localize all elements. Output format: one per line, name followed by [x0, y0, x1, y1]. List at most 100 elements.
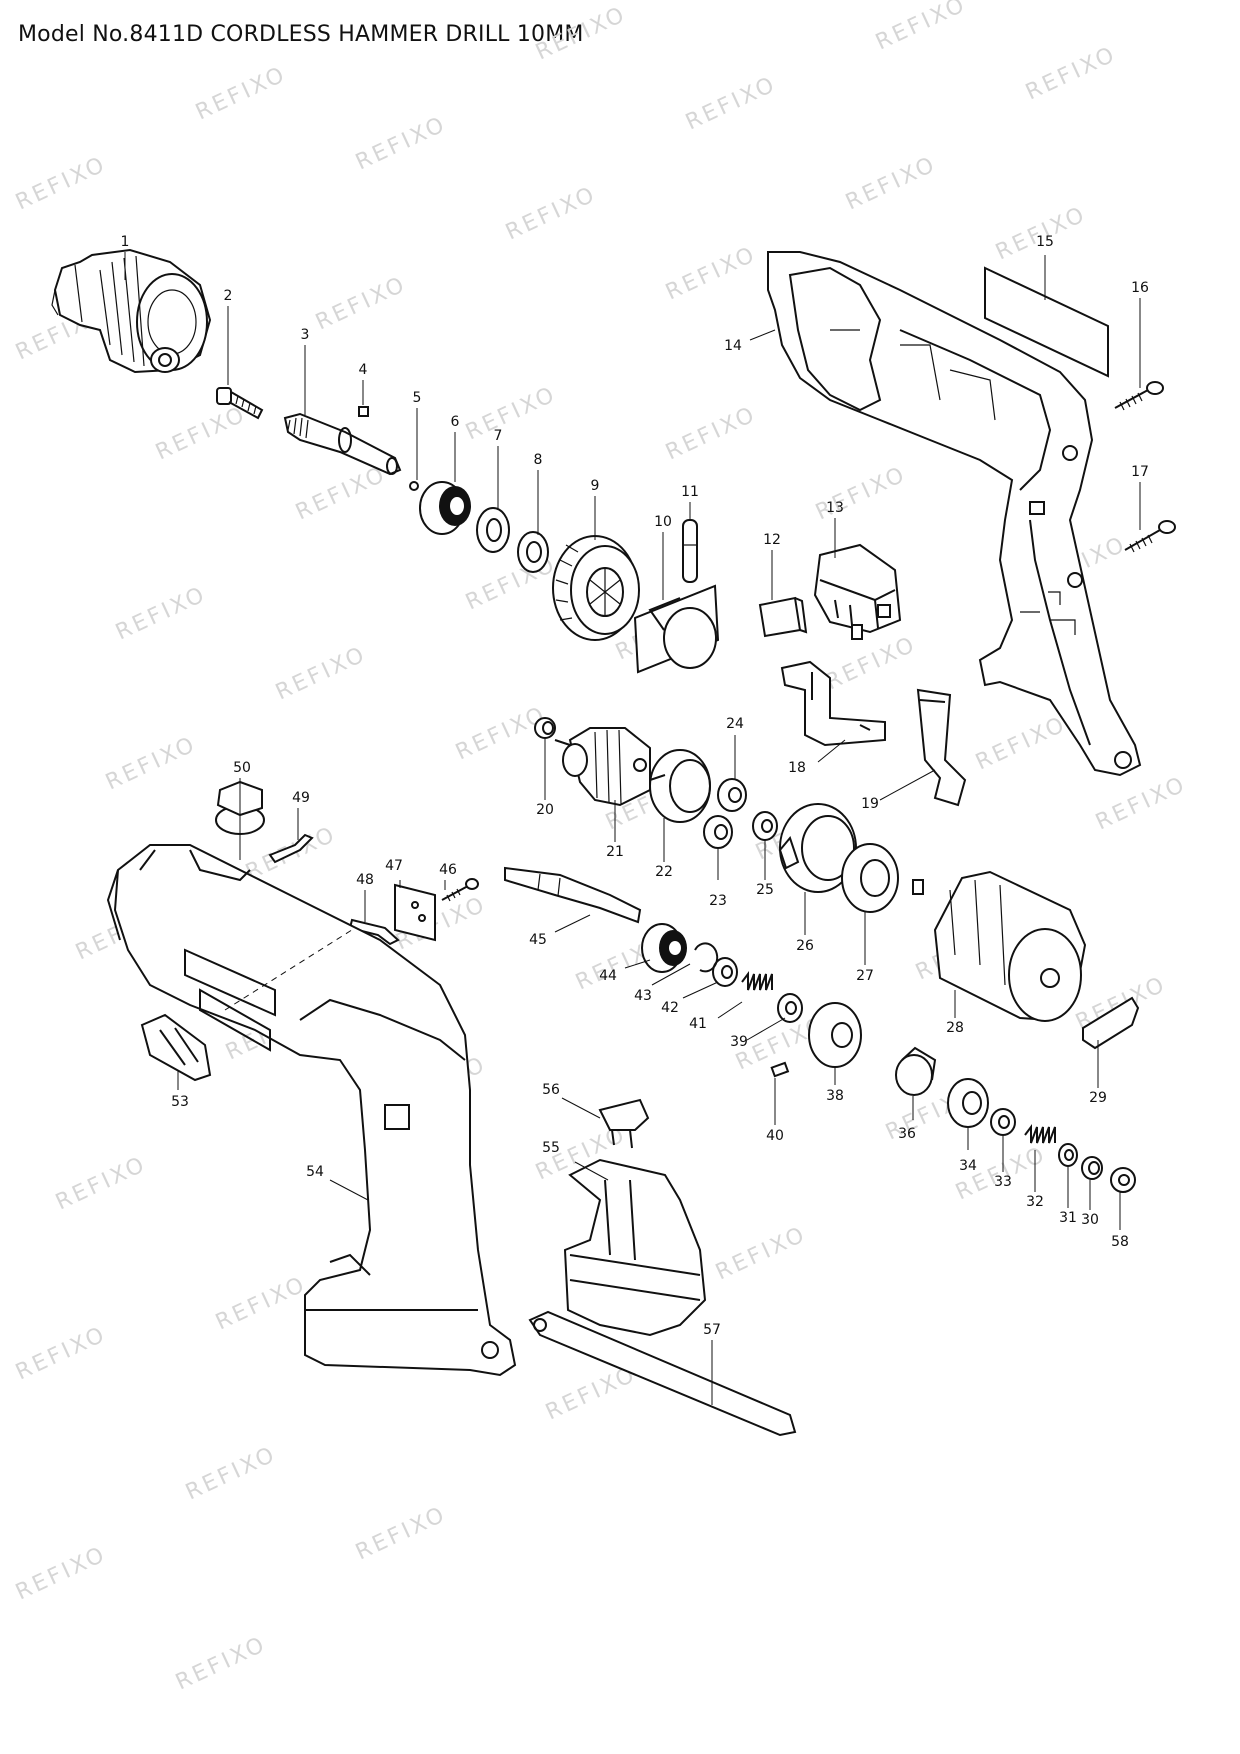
part-label-21: 21	[606, 844, 624, 860]
watermark-text: REFIXO	[272, 642, 371, 706]
part-label-39: 39	[730, 1034, 748, 1050]
part-label-44: 44	[599, 968, 617, 984]
watermark-text: REFIXO	[682, 72, 781, 136]
part-label-50: 50	[233, 760, 251, 776]
watermark-text: REFIXO	[172, 1632, 271, 1696]
part-label-42: 42	[661, 1000, 679, 1016]
part-label-26: 26	[796, 938, 814, 954]
part-39-washer	[777, 993, 803, 1023]
part-22-ring	[649, 749, 711, 823]
part-label-38: 38	[826, 1088, 844, 1104]
part-42-ring	[712, 957, 738, 987]
watermark-text: REFIXO	[102, 732, 201, 796]
part-label-20: 20	[536, 802, 554, 818]
part-label-14: 14	[724, 338, 742, 354]
part-21-carrier	[554, 727, 651, 807]
part-14-housing	[767, 251, 1142, 777]
part-label-1: 1	[121, 234, 130, 250]
part-label-10: 10	[654, 514, 672, 530]
part-27-washer	[841, 843, 899, 913]
part-34-gear	[947, 1078, 989, 1128]
part-19-spring	[916, 688, 967, 807]
part-13-switch	[813, 543, 902, 640]
part-label-45: 45	[529, 932, 547, 948]
part-44-bearing	[641, 923, 687, 973]
part-55-battery	[563, 1158, 707, 1337]
part-57-strap	[528, 1310, 797, 1437]
part-label-27: 27	[856, 968, 874, 984]
part-label-43: 43	[634, 988, 652, 1004]
part-56-terminal	[598, 1098, 650, 1149]
page-title: Model No.8411D CORDLESS HAMMER DRILL 10M…	[18, 22, 584, 47]
part-label-22: 22	[655, 864, 673, 880]
watermark-text: REFIXO	[1022, 42, 1121, 106]
part-16-screw	[1114, 381, 1164, 411]
part-43-circlip	[694, 942, 719, 973]
part-24-gear	[717, 778, 747, 812]
part-36-sleeve	[895, 1046, 937, 1096]
part-label-56: 56	[542, 1082, 560, 1098]
part-26-ring	[778, 803, 857, 893]
part-label-58: 58	[1111, 1234, 1129, 1250]
watermark-text: REFIXO	[712, 1222, 811, 1286]
part-20-cap	[534, 717, 556, 739]
part-label-16: 16	[1131, 280, 1149, 296]
part-38-gear	[808, 1002, 862, 1068]
part-label-40: 40	[766, 1128, 784, 1144]
watermark-text: REFIXO	[312, 272, 411, 336]
part-58-washer	[1110, 1167, 1136, 1193]
watermark-text: REFIXO	[662, 402, 761, 466]
part-5-ball	[409, 481, 419, 491]
part-15-nameplate	[984, 266, 1109, 378]
part-label-31: 31	[1059, 1210, 1077, 1226]
part-8-washer	[517, 531, 549, 573]
part-label-46: 46	[439, 862, 457, 878]
watermark-text: REFIXO	[182, 1442, 281, 1506]
part-label-55: 55	[542, 1140, 560, 1156]
part-label-32: 32	[1026, 1194, 1044, 1210]
part-label-9: 9	[591, 478, 600, 494]
part-label-29: 29	[1089, 1090, 1107, 1106]
watermark-text: REFIXO	[112, 582, 211, 646]
part-7-washer	[476, 507, 510, 553]
part-label-53: 53	[171, 1094, 189, 1110]
part-4-key	[358, 406, 369, 417]
part-10-block	[633, 584, 720, 674]
part-label-17: 17	[1131, 464, 1149, 480]
part-label-11: 11	[681, 484, 699, 500]
parts-drawings	[51, 248, 1176, 1437]
part-label-57: 57	[703, 1322, 721, 1338]
part-label-49: 49	[292, 790, 310, 806]
part-label-48: 48	[356, 872, 374, 888]
part-label-3: 3	[301, 327, 310, 343]
part-9-gear	[552, 535, 640, 641]
watermark-text: REFIXO	[192, 62, 291, 126]
part-28-motor	[912, 870, 1087, 1022]
leader-lines	[124, 252, 1141, 1405]
part-label-8: 8	[534, 452, 543, 468]
part-label-28: 28	[946, 1020, 964, 1036]
assembly-guide-line	[224, 927, 356, 1011]
part-49-bar	[268, 833, 314, 864]
part-3-spindle	[283, 412, 402, 476]
watermark-text: REFIXO	[12, 152, 111, 216]
watermark-text: REFIXO	[152, 402, 251, 466]
watermark-text: REFIXO	[52, 1152, 151, 1216]
part-18-bracket	[780, 660, 886, 747]
part-label-19: 19	[861, 796, 879, 812]
part-label-30: 30	[1081, 1212, 1099, 1228]
part-1-chuck	[51, 248, 212, 374]
part-label-2: 2	[224, 288, 233, 304]
part-label-7: 7	[494, 428, 503, 444]
part-label-6: 6	[451, 414, 460, 430]
part-label-34: 34	[959, 1158, 977, 1174]
part-30-bushing	[1081, 1156, 1103, 1180]
part-label-54: 54	[306, 1164, 324, 1180]
part-label-41: 41	[689, 1016, 707, 1032]
part-label-47: 47	[385, 858, 403, 874]
part-46-screw	[441, 878, 479, 902]
watermark-text: REFIXO	[1092, 772, 1191, 836]
part-33-washer	[990, 1108, 1016, 1136]
part-40-key	[770, 1061, 790, 1078]
part-label-25: 25	[756, 882, 774, 898]
